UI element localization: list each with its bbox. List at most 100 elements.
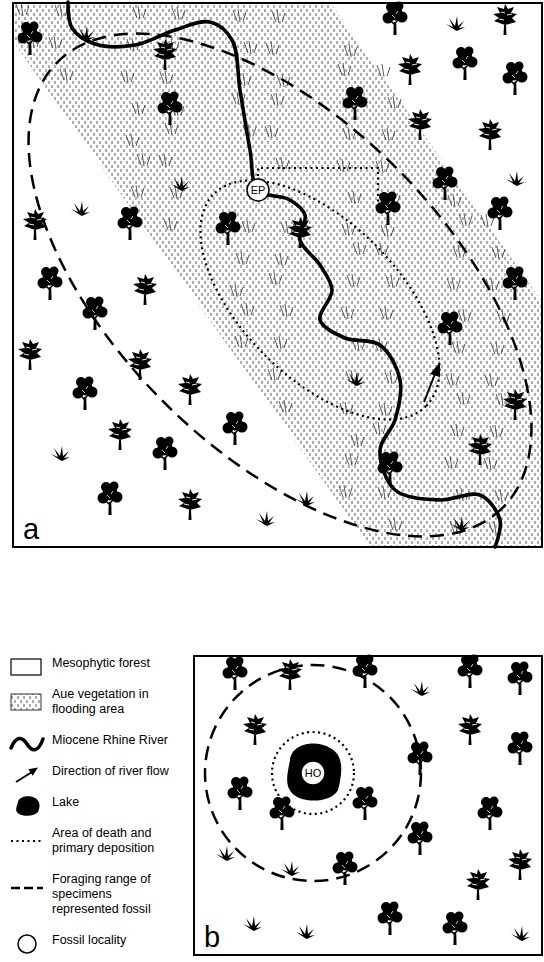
tree-symbol <box>408 109 432 140</box>
circle-part <box>18 935 36 953</box>
reed-mark <box>348 191 361 204</box>
legend-swatch <box>8 795 46 817</box>
tree-symbol <box>223 412 248 446</box>
tree-symbol <box>153 437 178 471</box>
legend-text: Area of death and primary deposition <box>52 826 176 856</box>
tree-symbol <box>343 87 368 121</box>
tree-symbol <box>458 714 482 745</box>
flow-arrow <box>424 362 440 402</box>
tree-symbol <box>503 389 527 420</box>
tree-symbol <box>23 209 47 240</box>
reed-mark <box>60 68 73 81</box>
reed-mark <box>49 36 62 49</box>
tree-symbol <box>508 732 533 766</box>
tree-symbol <box>438 312 463 346</box>
legend-symbol <box>11 694 41 710</box>
reed-mark <box>459 213 472 226</box>
reed-mark <box>345 453 358 466</box>
tree-symbol <box>216 212 241 246</box>
reed-mark <box>274 336 287 349</box>
reed-mark <box>159 154 172 167</box>
path-part <box>16 796 39 815</box>
tree-symbol <box>178 489 202 520</box>
legend-text: Aue vegetation in flooding area <box>52 687 176 717</box>
tree-symbol <box>243 714 267 745</box>
reed-mark <box>379 403 392 416</box>
shrub-tuft <box>51 446 70 461</box>
legend-symbol <box>16 768 38 783</box>
map-panel: aEP <box>12 2 543 548</box>
reed-mark <box>266 42 279 55</box>
reed-mark <box>233 9 246 22</box>
circle-shape <box>247 179 269 201</box>
reed-mark <box>497 310 510 323</box>
reed-mark <box>137 153 150 166</box>
reed-mark <box>373 422 386 435</box>
legend-symbol <box>16 796 39 815</box>
reed-mark <box>491 342 504 355</box>
reed-mark <box>351 434 364 447</box>
death-area <box>159 139 481 461</box>
tree-symbol <box>508 662 533 696</box>
reed-mark <box>445 456 458 469</box>
tree-symbol <box>83 297 108 331</box>
tree-symbol <box>458 655 483 689</box>
reed-mark <box>230 284 243 297</box>
death-area-line <box>258 168 378 210</box>
legend-entry: Foraging range of specimens represented … <box>6 872 190 917</box>
legend-symbol <box>18 935 36 953</box>
legend-symbol <box>11 738 43 749</box>
panel-letter: b <box>204 923 220 952</box>
reed-mark <box>485 374 498 387</box>
tree-symbol <box>503 62 528 96</box>
legend-text: Miocene Rhine River <box>52 733 176 748</box>
reed-mark <box>241 303 254 316</box>
tree-symbol <box>158 92 183 126</box>
tree-symbol <box>333 852 358 886</box>
rect-part <box>11 694 41 710</box>
shrub-tuft <box>71 201 90 216</box>
reed-mark <box>172 7 185 20</box>
legend-entry: Direction of river flow <box>6 764 190 779</box>
reed-mark <box>265 125 278 138</box>
reed-mark <box>385 371 398 384</box>
legend-symbol <box>11 888 43 889</box>
reed-mark <box>279 400 292 413</box>
tree-symbol <box>488 197 513 231</box>
reed-mark <box>272 10 285 23</box>
reed-mark <box>342 223 355 236</box>
tree-symbol <box>18 339 42 370</box>
reed-mark <box>484 457 497 470</box>
reed-mark <box>353 242 366 255</box>
legend-swatch <box>8 830 46 852</box>
reed-mark <box>458 309 471 322</box>
reed-mark <box>242 220 255 233</box>
tree-symbol <box>118 207 143 241</box>
tree-symbol <box>228 777 253 811</box>
legend-entry: Fossil locality <box>6 933 190 948</box>
reed-mark <box>16 3 29 16</box>
reed-mark <box>451 424 464 437</box>
reed-mark <box>378 486 391 499</box>
tree-symbol <box>98 482 123 516</box>
reed-mark <box>160 71 173 84</box>
shrub-tuft <box>451 516 470 531</box>
tree-symbol <box>153 39 177 70</box>
tree-symbol <box>478 119 502 150</box>
aue-band <box>12 2 541 547</box>
legend-swatch <box>8 933 46 955</box>
reed-mark <box>490 425 503 438</box>
line-part <box>16 772 32 782</box>
legend-symbol <box>11 841 43 842</box>
reed-mark <box>375 243 388 256</box>
tree-symbol <box>408 822 433 856</box>
reed-mark <box>164 218 177 231</box>
reed-mark <box>269 272 282 285</box>
shrub-tuft <box>171 176 190 191</box>
reed-mark <box>381 224 394 237</box>
tree-symbol <box>508 849 532 880</box>
reed-mark <box>347 274 360 287</box>
tree-symbol <box>378 902 403 936</box>
reed-mark <box>492 246 505 259</box>
